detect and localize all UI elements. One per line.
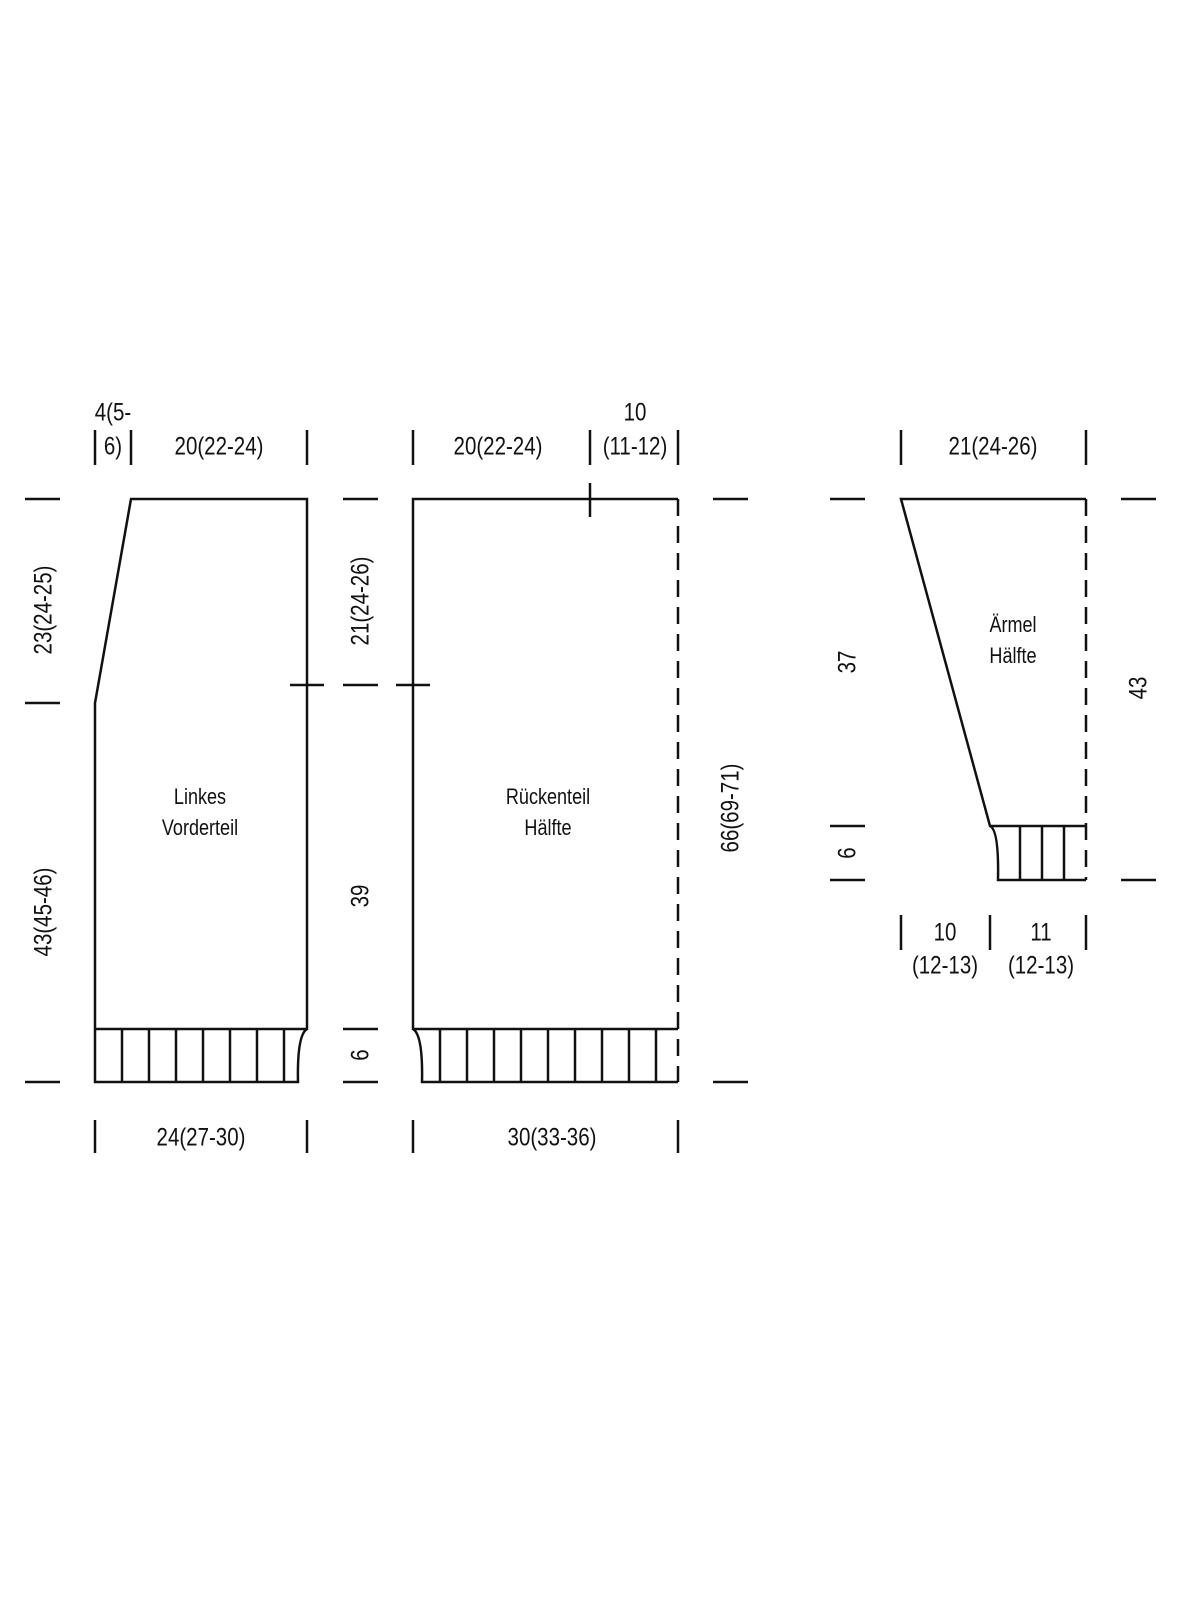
rib-height: 6	[346, 1049, 375, 1061]
sleeve-total-length: 43	[1124, 676, 1153, 700]
back-shoulder-width: 20(22-24)	[453, 432, 543, 461]
sleeve-top-width: 21(24-26)	[948, 432, 1038, 461]
body-length: 39	[346, 884, 375, 908]
sleeve-bottom-right-2: (12-13)	[1007, 951, 1075, 980]
sleeve-rib	[990, 824, 1086, 880]
sleeve-bottom-left-1: 10	[933, 918, 957, 947]
dimension-ticks	[25, 430, 1156, 1153]
back-total-length: 66(69-71)	[716, 763, 745, 853]
back-bottom-width: 30(33-36)	[507, 1123, 597, 1152]
sleeve-outline	[899, 497, 1086, 882]
back-label-line1: Rückenteil	[505, 784, 591, 809]
sleeve-rib-height: 6	[833, 847, 862, 859]
sleeve-length: 37	[833, 650, 862, 674]
front-neck-width-2: 6)	[103, 432, 123, 461]
armhole-depth: 21(24-26)	[346, 556, 375, 646]
front-label-line1: Linkes	[173, 784, 227, 809]
front-label-line2: Vorderteil	[161, 815, 239, 840]
back-neck-width-2: (11-12)	[602, 432, 668, 461]
back-label-line2: Hälfte	[524, 815, 572, 840]
front-rib	[95, 1027, 307, 1082]
front-armhole-depth: 23(24-25)	[29, 565, 58, 655]
front-neck-width-1: 4(5-	[94, 398, 132, 427]
sleeve-bottom-left-2: (12-13)	[911, 951, 979, 980]
back-rib	[413, 1027, 678, 1082]
front-bottom-width: 24(27-30)	[156, 1123, 246, 1152]
sleeve-label-line2: Hälfte	[989, 643, 1037, 668]
sleeve-bottom-right-1: 11	[1030, 918, 1052, 947]
sleeve-label-line1: Ärmel	[989, 612, 1037, 637]
front-shoulder-width: 20(22-24)	[174, 432, 264, 461]
back-neck-width-1: 10	[623, 398, 647, 427]
front-body-length: 43(45-46)	[29, 867, 58, 957]
